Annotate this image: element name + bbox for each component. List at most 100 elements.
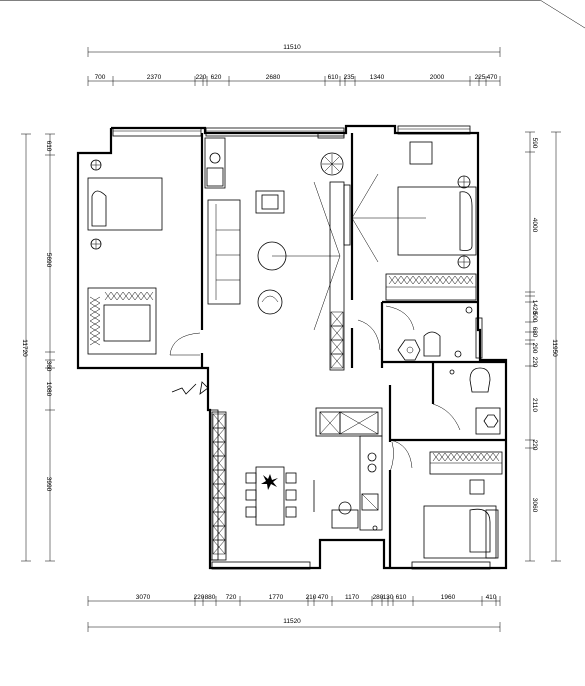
plant-icon bbox=[338, 501, 352, 515]
cabinet-cross bbox=[212, 441, 226, 457]
hanger bbox=[104, 291, 112, 301]
hanger bbox=[438, 452, 446, 462]
door-swing bbox=[385, 305, 415, 331]
hanger bbox=[128, 291, 136, 301]
armchair bbox=[255, 190, 285, 214]
right-seg-7: 2110 bbox=[531, 398, 538, 412]
bed-master bbox=[397, 186, 477, 256]
master-bedroom bbox=[351, 141, 477, 331]
shower-tray bbox=[475, 407, 501, 435]
stove-burner-icon bbox=[367, 452, 377, 462]
dining-chair bbox=[245, 506, 257, 518]
windows bbox=[112, 125, 491, 570]
bottom-seg-7: 1170 bbox=[345, 594, 359, 601]
hanger bbox=[89, 314, 101, 322]
hanger bbox=[89, 332, 101, 340]
top-seg-2: 220 bbox=[196, 74, 207, 81]
tv-cabinet bbox=[329, 181, 345, 371]
entrance-icon bbox=[171, 381, 209, 395]
cabinet-cross bbox=[212, 525, 226, 541]
left-seg-3: 1080 bbox=[45, 382, 52, 397]
kitchen-counter-side bbox=[359, 435, 383, 531]
cabinet-cross bbox=[330, 325, 344, 341]
hanger bbox=[89, 338, 101, 346]
left-total-label: 11720 bbox=[21, 339, 28, 357]
kitchen-counter-top bbox=[315, 407, 383, 437]
top-total-label: 11510 bbox=[283, 44, 301, 51]
top-seg-7: 1340 bbox=[370, 74, 385, 81]
dining-chair bbox=[285, 506, 297, 518]
right-dimension-chain: 590 4000 1420 500 680 290 220 2110 220 3… bbox=[525, 131, 538, 562]
toilet-icon bbox=[469, 367, 491, 393]
top-seg-5: 610 bbox=[328, 74, 339, 81]
top-dimension-chain: 700 2370 220 620 2680 610 235 1340 2000 … bbox=[87, 74, 501, 86]
bottom-seg-11: 1960 bbox=[441, 594, 456, 601]
cabinet-cross bbox=[330, 311, 344, 327]
hanger bbox=[89, 326, 101, 334]
hanger bbox=[486, 452, 494, 462]
dining-chair bbox=[285, 489, 297, 501]
bed-left bbox=[87, 177, 163, 231]
bathroom-2 bbox=[432, 367, 501, 435]
hanger bbox=[492, 452, 500, 462]
top-seg-6: 235 bbox=[344, 74, 355, 81]
chair-round bbox=[257, 289, 283, 315]
left-seg-0: 610 bbox=[45, 141, 52, 152]
right-seg-6: 220 bbox=[531, 357, 538, 368]
door-swing bbox=[389, 439, 413, 469]
hanger bbox=[462, 452, 470, 462]
door-swing bbox=[432, 403, 461, 431]
left-seg-4: 3990 bbox=[45, 477, 52, 492]
bathroom-1 bbox=[357, 306, 483, 361]
bedroom-3 bbox=[389, 439, 503, 559]
right-dimension-total: 11950 bbox=[551, 131, 561, 562]
hanger bbox=[436, 275, 444, 285]
bottom-seg-12: 410 bbox=[486, 594, 497, 601]
dining-area bbox=[211, 411, 297, 561]
hanger bbox=[466, 275, 474, 285]
hanger bbox=[406, 275, 414, 285]
cabinet-cross bbox=[212, 539, 226, 555]
bottom-seg-5: 210 bbox=[306, 594, 317, 601]
wardrobe-left bbox=[87, 287, 157, 355]
top-seg-9: 225 bbox=[475, 74, 486, 81]
hanger bbox=[418, 275, 426, 285]
cabinet bbox=[204, 137, 226, 189]
stove-burner-icon bbox=[367, 463, 377, 473]
right-seg-9: 3060 bbox=[531, 498, 538, 513]
right-seg-1: 4000 bbox=[531, 218, 538, 233]
hanger bbox=[110, 291, 118, 301]
hanger bbox=[146, 291, 154, 301]
hanger bbox=[460, 275, 468, 285]
door-swing bbox=[357, 319, 381, 351]
cabinet-cross bbox=[212, 483, 226, 499]
top-seg-1: 2370 bbox=[147, 74, 162, 81]
hanger bbox=[432, 452, 440, 462]
bottom-seg-4: 1770 bbox=[269, 594, 284, 601]
living-room bbox=[204, 132, 351, 371]
plant-icon bbox=[320, 152, 344, 176]
hanger bbox=[89, 320, 101, 328]
dining-chair bbox=[285, 472, 297, 484]
top-seg-3: 620 bbox=[211, 74, 222, 81]
hanger bbox=[122, 291, 130, 301]
bottom-dimension-chain: 3070 220 880 720 1770 210 470 1170 280 1… bbox=[87, 594, 501, 606]
hanger bbox=[444, 452, 452, 462]
door-swing bbox=[169, 332, 201, 356]
hanger bbox=[474, 452, 482, 462]
hanger bbox=[89, 296, 101, 304]
cabinet-cell bbox=[212, 539, 226, 555]
storage-cabinet bbox=[211, 411, 227, 561]
kitchen bbox=[313, 407, 394, 531]
hanger bbox=[454, 275, 462, 285]
bottom-total-label: 11520 bbox=[283, 618, 301, 625]
bottom-seg-6: 470 bbox=[318, 594, 329, 601]
hanger bbox=[388, 275, 396, 285]
left-dimension-total: 11720 bbox=[21, 133, 31, 562]
door-swing bbox=[389, 441, 394, 473]
cabinet-cross bbox=[212, 413, 226, 429]
bed-3 bbox=[423, 505, 497, 559]
bottom-seg-0: 3070 bbox=[136, 594, 151, 601]
hanger bbox=[89, 308, 101, 316]
chandelier-icon bbox=[261, 474, 278, 490]
